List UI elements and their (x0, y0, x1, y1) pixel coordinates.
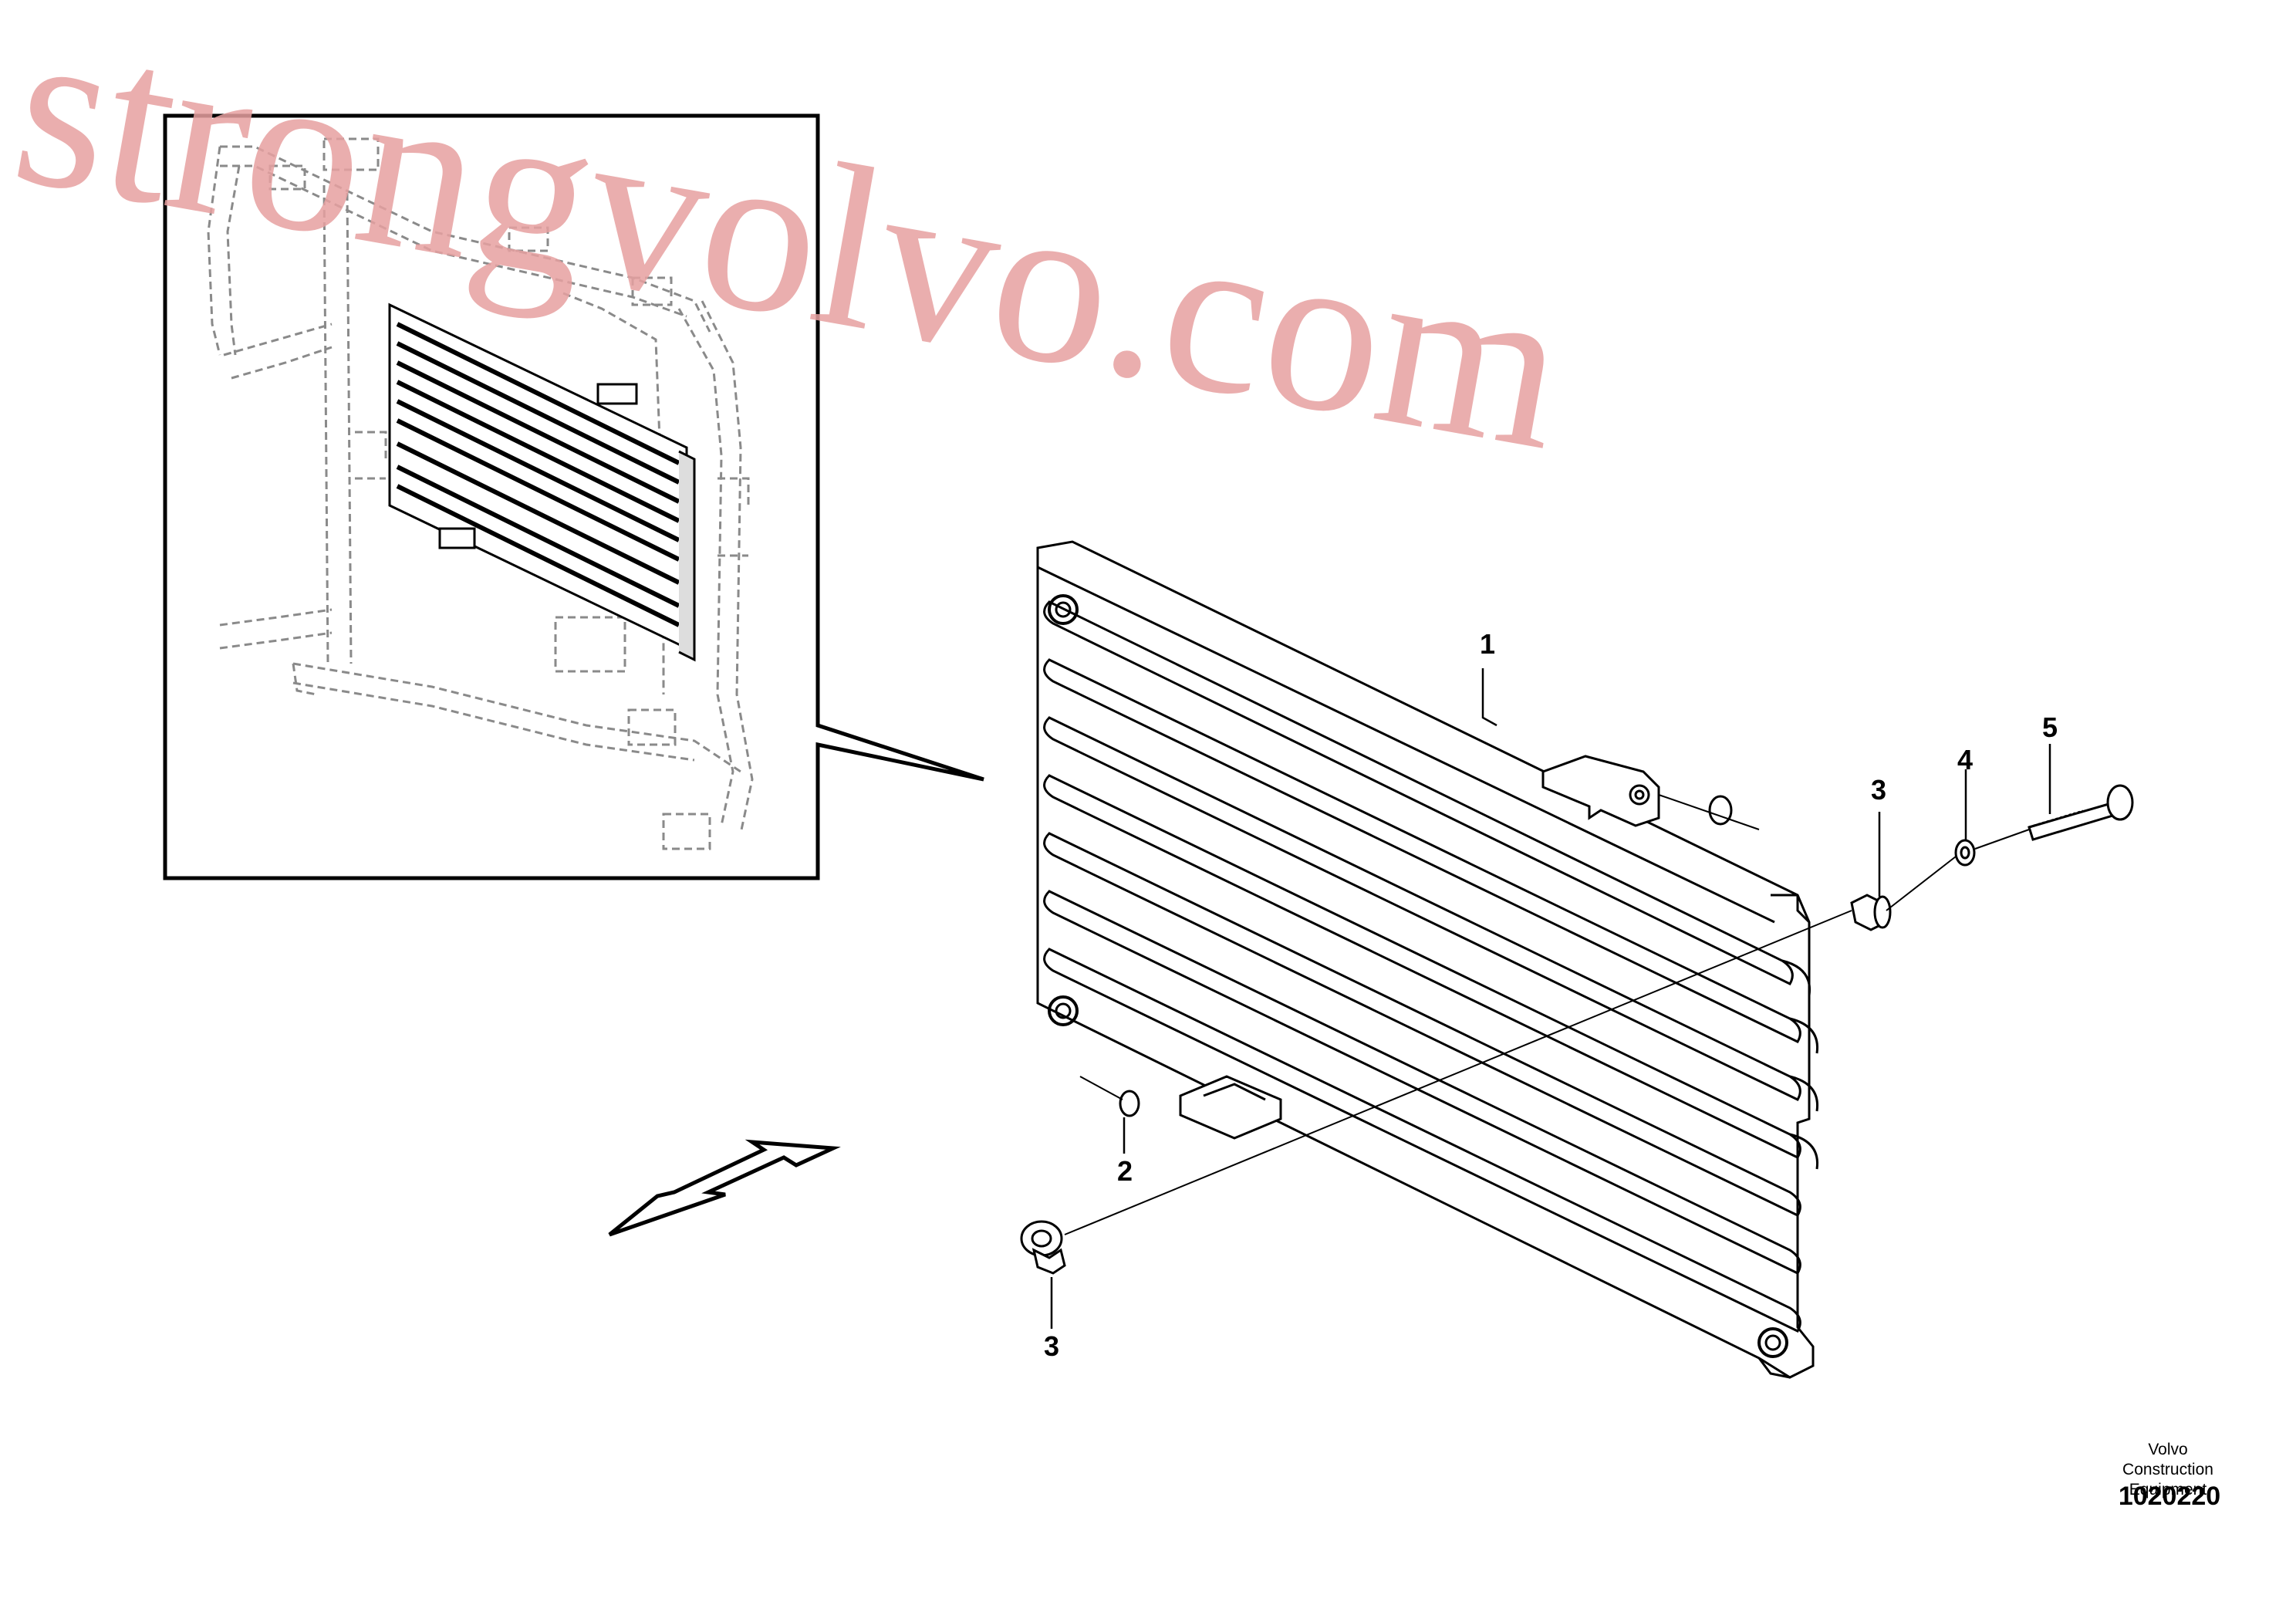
hardware (1020, 784, 2134, 1275)
fitting-lower (1020, 1220, 1066, 1275)
callout-5: 5 (2041, 711, 2058, 743)
cooler-assembly (1036, 540, 1819, 1379)
figure-id: 1020220 (2118, 1482, 2221, 1511)
assembly-lines (1064, 794, 2030, 1235)
inset-cooler (388, 302, 696, 662)
publisher-line-2: Equipment (2129, 1481, 2207, 1499)
leader-lines (1050, 668, 2051, 1329)
callout-3-upper: 3 (1870, 774, 1887, 806)
forward-arrow-icon (608, 1139, 841, 1237)
fitting-upper (1850, 894, 1892, 931)
callout-1: 1 (1479, 628, 1496, 660)
bolt (2028, 784, 2134, 841)
machine-frame-outline (207, 137, 754, 850)
o-ring-upper (1708, 795, 1733, 826)
publisher-label: Volvo Construction Equipment (2104, 1440, 2232, 1500)
o-ring-lower (1119, 1090, 1140, 1117)
callout-2: 2 (1116, 1155, 1133, 1187)
publisher-line-1: Volvo Construction (2122, 1441, 2213, 1478)
callout-3-lower: 3 (1043, 1330, 1060, 1362)
callout-4: 4 (1957, 744, 1974, 776)
